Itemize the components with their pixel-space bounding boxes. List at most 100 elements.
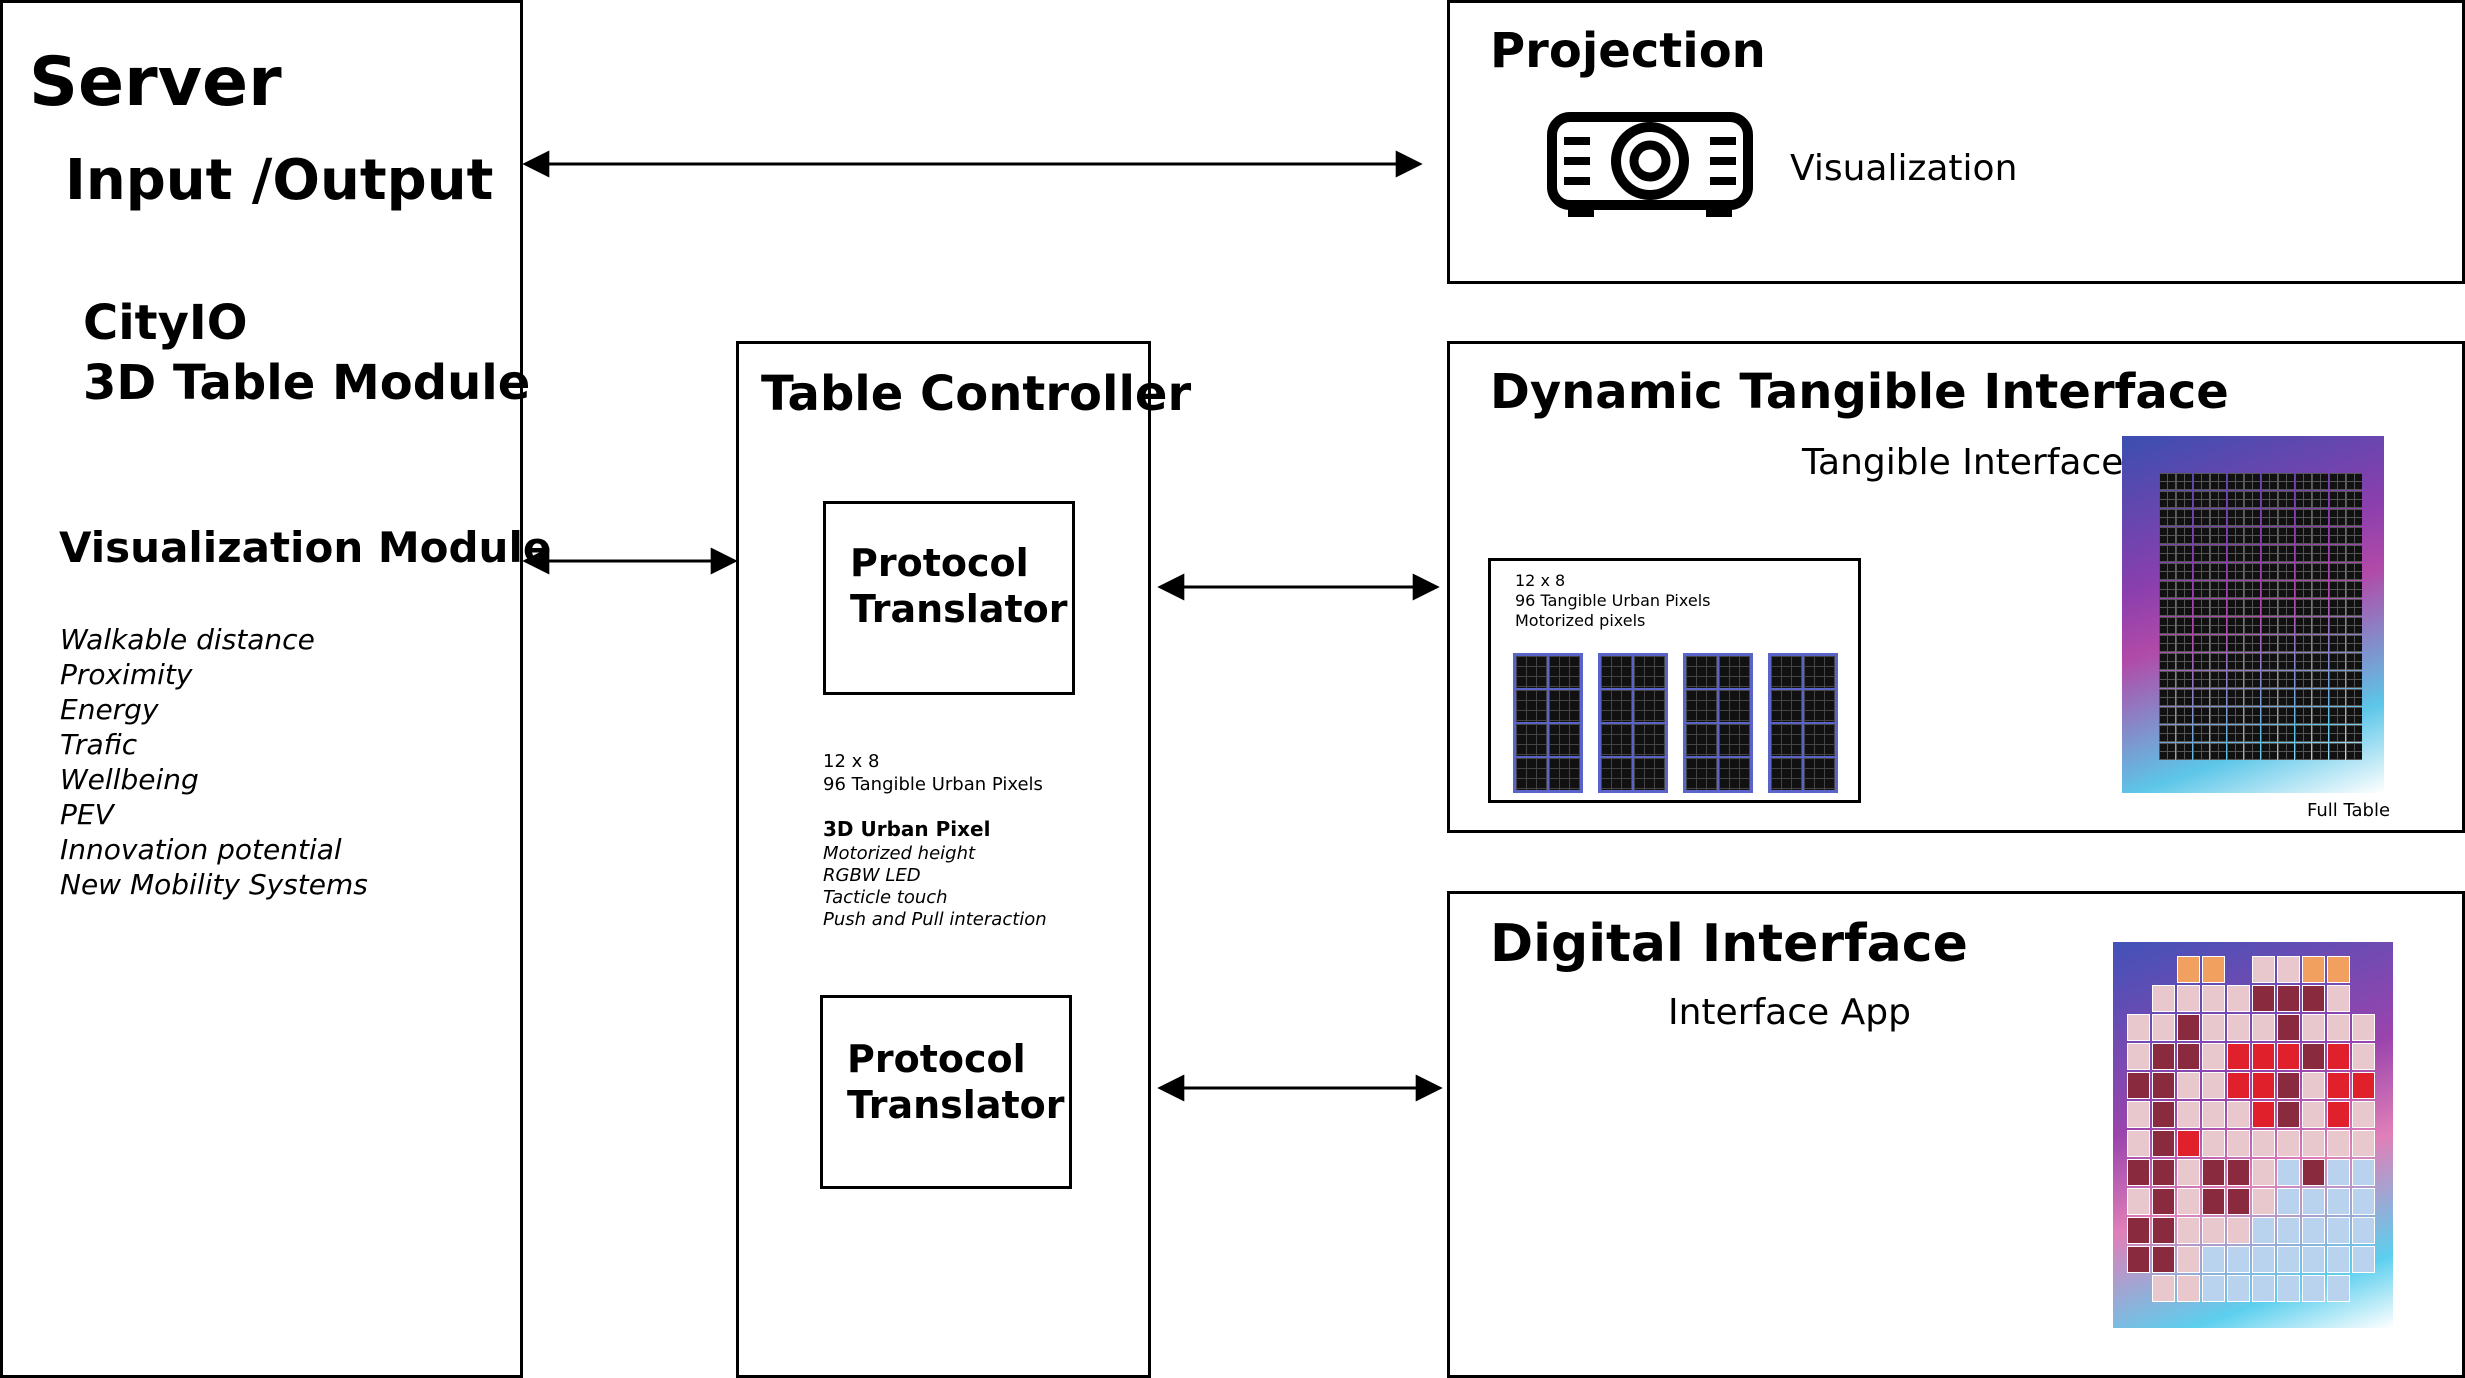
full-table-pixel — [2346, 491, 2362, 508]
app-grid-cell — [2152, 1101, 2175, 1128]
full-table-pixel — [2193, 509, 2209, 526]
urban-pixel-tile — [1549, 724, 1580, 756]
app-grid-cell — [2227, 1217, 2250, 1244]
full-table-pixel — [2159, 581, 2175, 598]
full-table-pixel — [2227, 563, 2243, 580]
app-grid-cell — [2327, 1159, 2350, 1186]
full-table-pixel — [2193, 527, 2209, 544]
app-grid-cell — [2152, 1217, 2175, 1244]
app-grid-cell — [2152, 1072, 2175, 1099]
pixel-module — [1513, 653, 1583, 793]
app-grid-cell — [2152, 1014, 2175, 1041]
app-grid-cell — [2202, 985, 2225, 1012]
full-table-panel — [2122, 436, 2384, 793]
full-table-pixel — [2346, 563, 2362, 580]
full-table-pixel — [2261, 581, 2277, 598]
full-table-pixel — [2312, 473, 2328, 490]
urban-pixel-tile — [1601, 690, 1632, 722]
full-table-pixel — [2295, 581, 2311, 598]
full-table-pixel — [2159, 635, 2175, 652]
tangible-subtitle: Tangible Interface — [1802, 442, 2124, 483]
app-grid-cell — [2302, 1043, 2325, 1070]
table-controller-box: Table Controller Protocol Translator 12 … — [736, 341, 1191, 1378]
full-table-pixel — [2261, 653, 2277, 670]
app-grid-cell — [2252, 1275, 2275, 1302]
full-table-pixel — [2244, 545, 2260, 562]
full-table-pixel — [2312, 563, 2328, 580]
list-item: Push and Pull interaction — [823, 909, 1047, 930]
app-grid-cell — [2352, 1101, 2375, 1128]
full-table-pixel — [2346, 725, 2362, 742]
full-table-pixel — [2329, 653, 2345, 670]
app-grid-cell — [2302, 956, 2325, 983]
app-grid-cell — [2152, 1043, 2175, 1070]
full-table-pixel — [2329, 527, 2345, 544]
app-grid-cell — [2177, 1043, 2200, 1070]
app-grid-cell — [2202, 1159, 2225, 1186]
full-table-pixel — [2295, 599, 2311, 616]
full-table-pixel — [2312, 671, 2328, 688]
full-table-pixel — [2193, 617, 2209, 634]
full-table-pixel — [2295, 491, 2311, 508]
app-grid-cell — [2327, 1246, 2350, 1273]
server-subtitle: Input /Output — [65, 148, 494, 213]
app-grid-cell — [2277, 1014, 2300, 1041]
full-table-pixel — [2210, 725, 2226, 742]
full-table-pixel — [2159, 707, 2175, 724]
full-table-pixel — [2227, 635, 2243, 652]
app-grid-cell — [2177, 1159, 2200, 1186]
full-table-pixel — [2346, 635, 2362, 652]
urban-pixel-features: Motorized height RGBW LED Tacticle touch… — [823, 843, 1047, 931]
full-table-pixel — [2346, 671, 2362, 688]
app-grid-cell — [2327, 1130, 2350, 1157]
server-box: Server Input /Output CityIO 3D Table Mod… — [0, 0, 551, 1378]
app-grid-cell — [2127, 1043, 2150, 1070]
app-grid-cell — [2202, 1217, 2225, 1244]
interface-app-panel — [2113, 942, 2393, 1328]
app-grid-cell — [2252, 1217, 2275, 1244]
urban-pixel-tile — [1771, 656, 1802, 688]
full-table-pixel — [2176, 509, 2192, 526]
app-grid-cell — [2252, 1043, 2275, 1070]
full-table-pixel — [2210, 509, 2226, 526]
full-table-pixel — [2278, 581, 2294, 598]
full-table-pixel — [2346, 545, 2362, 562]
app-grid-cell — [2277, 1130, 2300, 1157]
urban-pixel-tile — [1516, 724, 1547, 756]
full-table-pixel — [2159, 599, 2175, 616]
full-table-pixel — [2346, 599, 2362, 616]
full-table-pixel — [2261, 671, 2277, 688]
urban-pixel-tile — [1634, 724, 1665, 756]
full-table-pixel — [2193, 653, 2209, 670]
app-grid-cell — [2277, 1043, 2300, 1070]
full-table-pixel — [2210, 671, 2226, 688]
full-table-pixel — [2295, 707, 2311, 724]
app-grid-cell — [2252, 956, 2275, 983]
full-table-pixel — [2329, 707, 2345, 724]
full-table-pixel — [2278, 725, 2294, 742]
app-grid-cell — [2177, 1275, 2200, 1302]
app-grid-cell — [2352, 1072, 2375, 1099]
full-table-pixel — [2295, 653, 2311, 670]
full-table-pixel — [2261, 563, 2277, 580]
full-table-pixel — [2295, 473, 2311, 490]
app-grid-cell — [2302, 1072, 2325, 1099]
list-item: Proximity — [60, 658, 193, 691]
full-table-pixel — [2210, 689, 2226, 706]
full-table-pixel — [2176, 599, 2192, 616]
urban-pixel-tile — [1549, 656, 1580, 688]
app-grid-cell — [2177, 956, 2200, 983]
table-module-label: 3D Table Module — [83, 355, 531, 411]
urban-pixel-tile — [1634, 690, 1665, 722]
full-table-pixel — [2210, 635, 2226, 652]
full-table-pixel — [2244, 635, 2260, 652]
app-grid-cell — [2327, 1275, 2350, 1302]
app-grid-cell — [2327, 1188, 2350, 1215]
app-grid-cell — [2202, 956, 2225, 983]
full-table-pixel — [2244, 509, 2260, 526]
full-table-pixel — [2210, 743, 2226, 760]
projection-title: Projection — [1490, 23, 1766, 79]
app-grid-cell — [2227, 1072, 2250, 1099]
full-table-pixel — [2176, 689, 2192, 706]
list-item: Tacticle touch — [823, 887, 948, 908]
